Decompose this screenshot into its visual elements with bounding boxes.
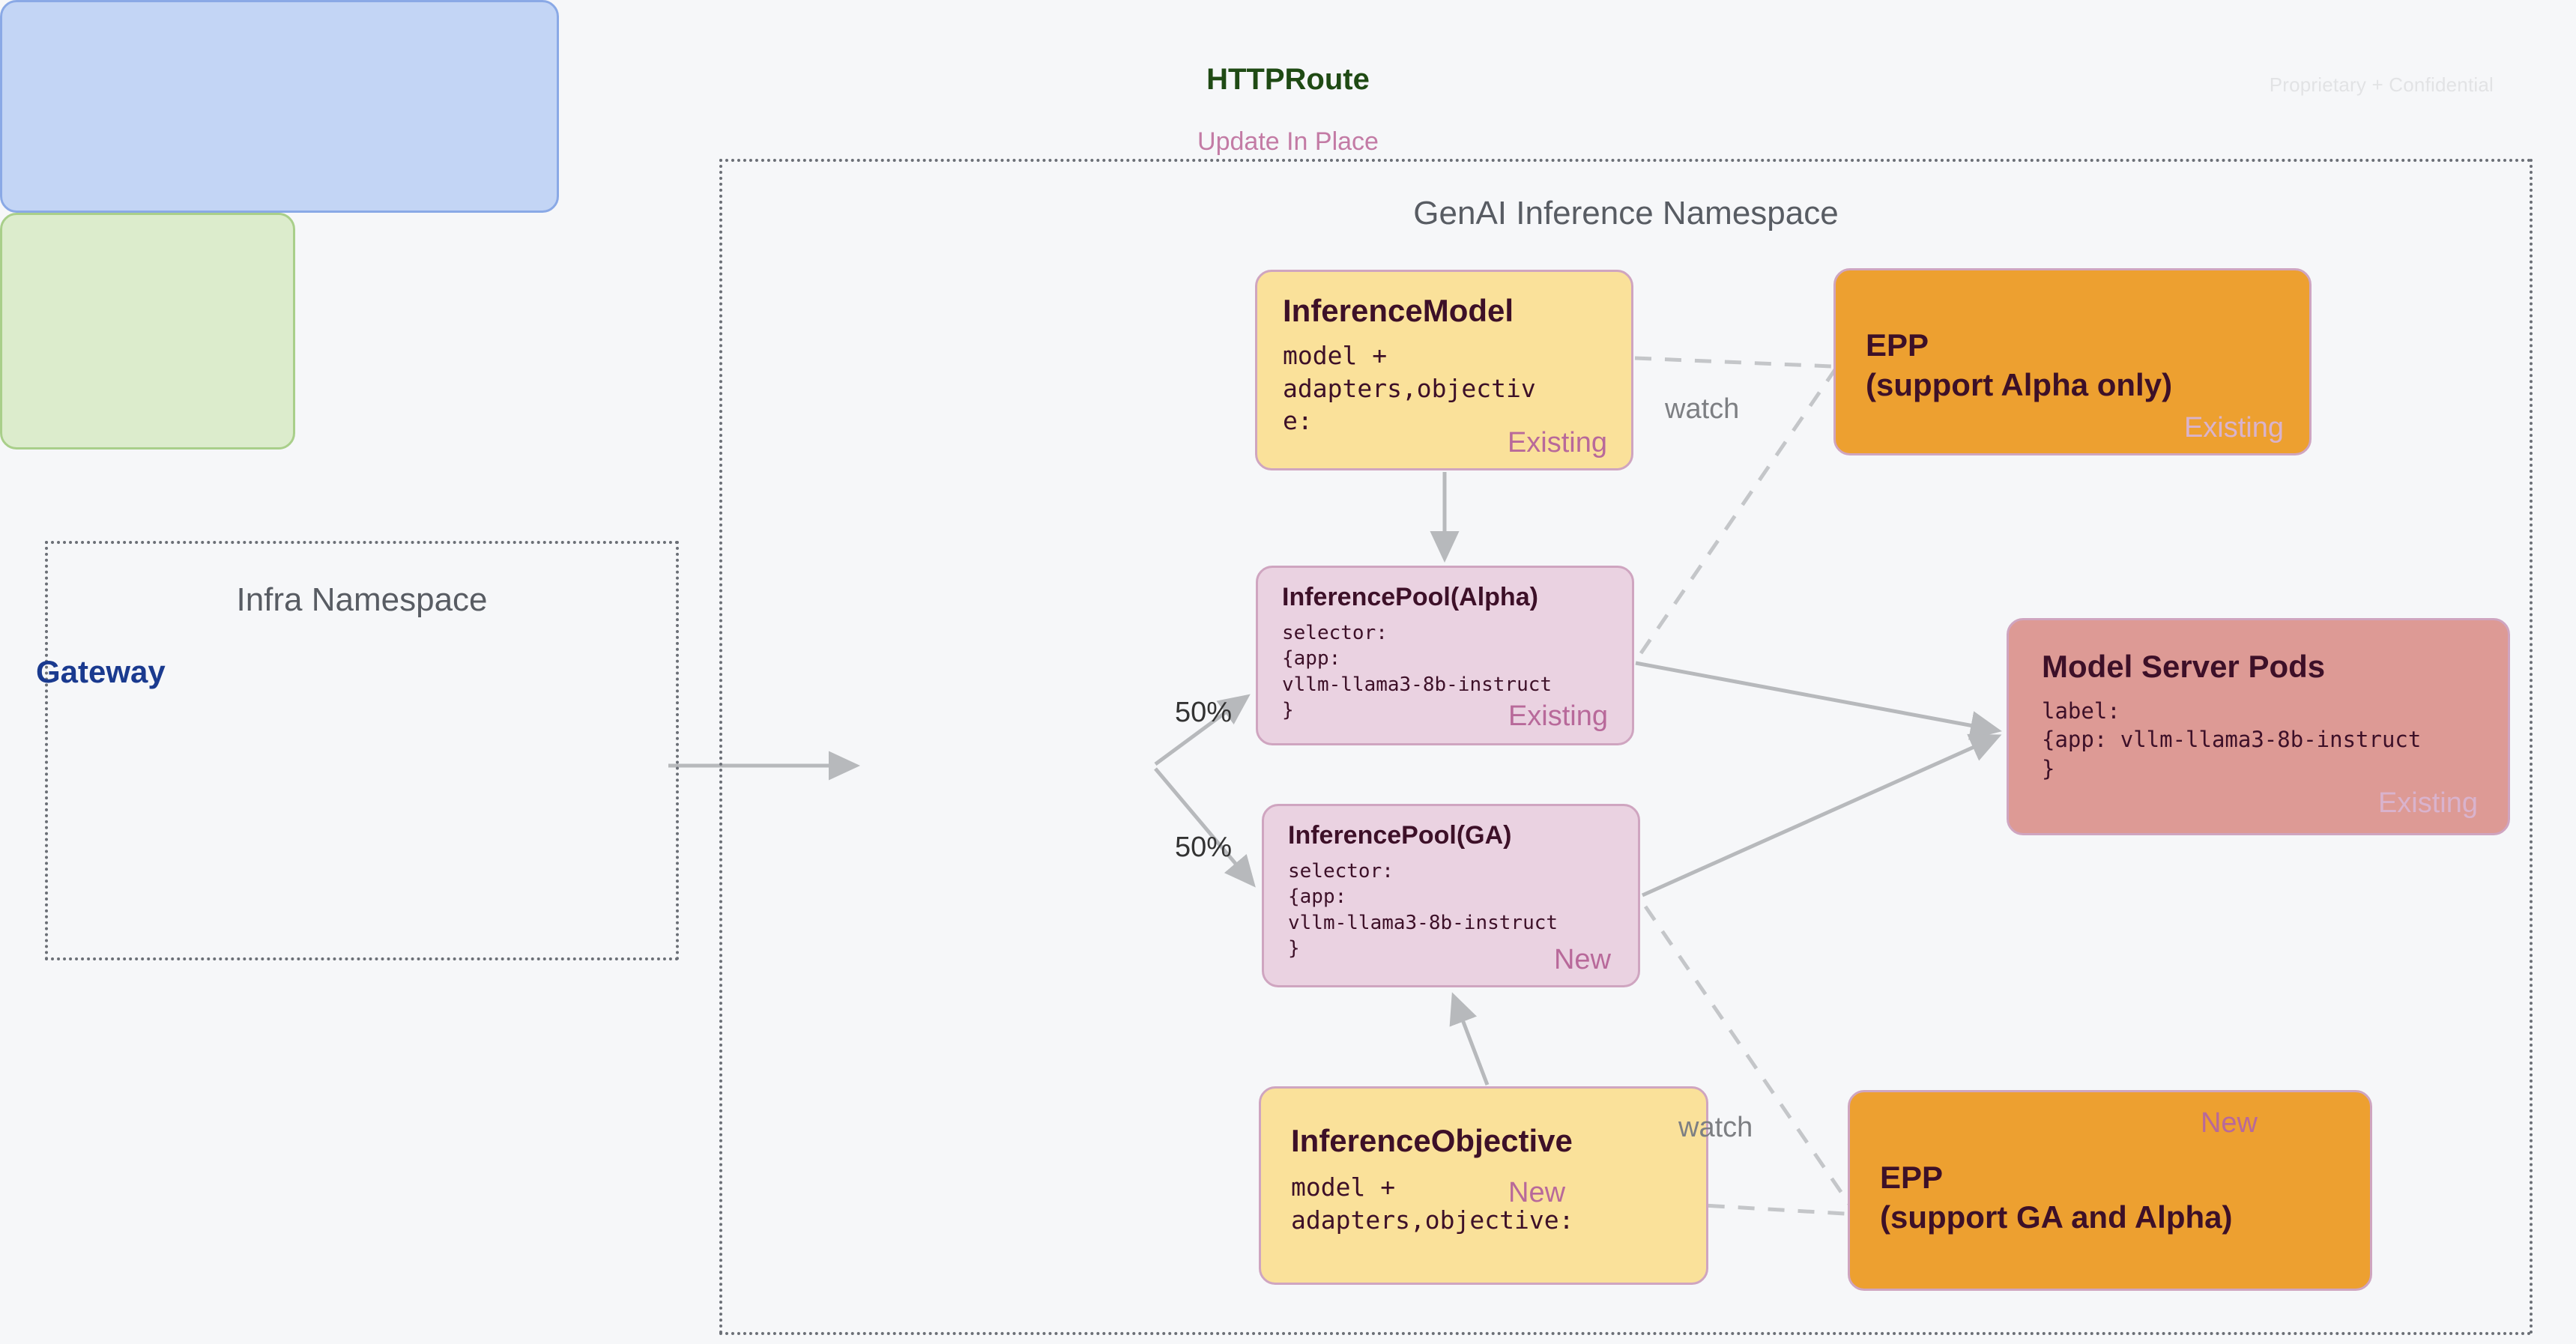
node-epp-ga[interactable]: EPP (support GA and Alpha) New [1848,1090,2372,1291]
node-gateway[interactable]: Gateway [0,0,559,689]
edge-label-watch-alpha: watch [1665,393,1740,425]
edge-label-watch-ga: watch [1678,1112,1753,1143]
node-inferenceobjective[interactable]: InferenceObjective model + adapters,obje… [1259,1086,1708,1285]
edge-label-split-alpha: 50% [1175,697,1233,728]
namespace-genai-title: GenAI Inference Namespace [1413,195,1839,231]
namespace-infra-title: Infra Namespace [236,581,488,618]
inferencepool-ga-spec: selector: {app: vllm-llama3-8b-instruct … [1288,860,1558,960]
epp-alpha-title: EPP (support Alpha only) [1866,327,2173,402]
confidentiality-watermark: Proprietary + Confidential [2269,73,2494,96]
node-inferencepool-alpha[interactable]: InferencePool(Alpha) selector: {app: vll… [1256,566,1634,745]
node-inferencemodel[interactable]: InferenceModel model + adapters,objectiv… [1255,270,1633,470]
node-model-server-pods[interactable]: Model Server Pods label: {app: vllm-llam… [2007,618,2510,835]
inferenceobjective-spec: model + adapters,objective: [1291,1172,1574,1235]
namespace-infra: Infra Namespace [45,541,679,960]
node-epp-alpha[interactable]: EPP (support Alpha only) Existing [1833,268,2312,455]
epp-ga-status-badge: New [2200,1107,2258,1139]
inferenceobjective-title: InferenceObjective [1291,1123,1573,1158]
httproute-title: HTTPRoute [1206,63,1370,96]
model-server-pods-spec: label: {app: vllm-llama3-8b-instruct } [2042,698,2422,781]
httproute-subtitle: Update In Place [1197,127,1379,156]
inferencepool-alpha-spec: selector: {app: vllm-llama3-8b-instruct … [1282,622,1552,721]
node-httproute[interactable]: HTTPRoute Update In Place [0,63,1379,449]
inferencepool-alpha-title: InferencePool(Alpha) [1282,583,1538,611]
model-server-pods-title: Model Server Pods [2042,649,2326,684]
epp-ga-title: EPP (support GA and Alpha) [1880,1160,2233,1235]
inferencepool-alpha-status-badge: Existing [1508,700,1608,732]
inferencepool-ga-status-badge: New [1553,944,1611,975]
inferencemodel-title: InferenceModel [1283,293,1514,328]
inferencemodel-spec: model + adapters,objectiv e: [1283,341,1536,436]
edge-label-split-ga: 50% [1175,832,1233,863]
inferenceobjective-status-badge: New [1508,1177,1566,1208]
model-server-pods-status-badge: Existing [2377,787,2478,819]
gateway-label: Gateway [36,654,166,689]
namespace-genai-inference: GenAI Inference Namespace [719,159,2533,1335]
inferencepool-ga-title: InferencePool(GA) [1288,821,1512,850]
inferencemodel-status-badge: Existing [1507,427,1607,458]
node-inferencepool-ga[interactable]: InferencePool(GA) selector: {app: vllm-l… [1262,804,1640,987]
epp-alpha-status-badge: Existing [2183,412,2284,444]
